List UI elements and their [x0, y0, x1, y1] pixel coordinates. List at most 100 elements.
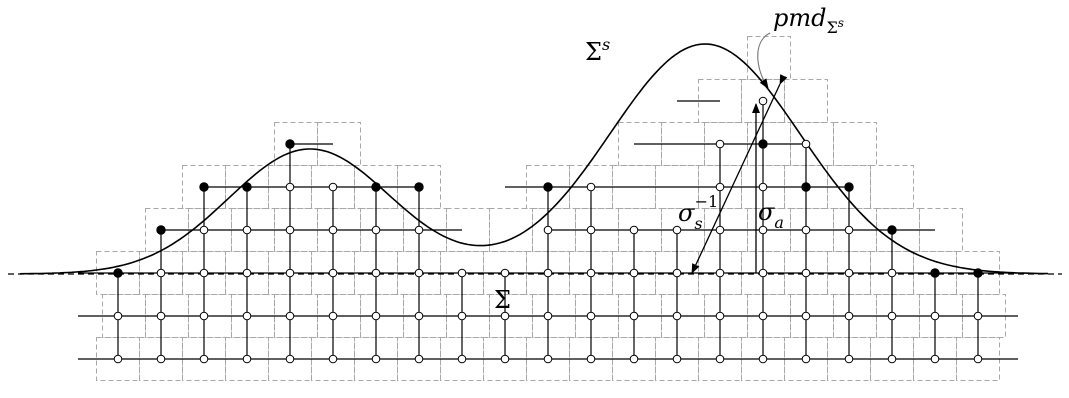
open-node [285, 311, 295, 321]
open-node [457, 354, 467, 364]
open-node [328, 182, 338, 192]
grid-box [919, 208, 963, 252]
grid-box [790, 122, 834, 166]
filled-node [973, 268, 983, 278]
open-node [457, 268, 467, 278]
grid-box [489, 208, 533, 252]
open-node [586, 225, 596, 235]
open-node [758, 311, 768, 321]
open-node [371, 225, 381, 235]
open-node [586, 182, 596, 192]
filled-node [285, 139, 295, 149]
open-node [371, 311, 381, 321]
open-node [242, 268, 252, 278]
open-node [285, 182, 295, 192]
filled-node [887, 225, 897, 235]
open-node [930, 354, 940, 364]
open-node [156, 268, 166, 278]
open-node [629, 225, 639, 235]
sigma-inverse-arrow [691, 74, 788, 274]
filled-node [371, 182, 381, 192]
open-node [586, 311, 596, 321]
open-node [156, 311, 166, 321]
open-node [285, 225, 295, 235]
open-node [543, 311, 553, 321]
open-node [801, 225, 811, 235]
open-node [285, 268, 295, 278]
open-node [371, 268, 381, 278]
open-node [715, 225, 725, 235]
open-node [801, 268, 811, 278]
open-node [715, 311, 725, 321]
open-node [844, 268, 854, 278]
open-node [629, 268, 639, 278]
sigma-s-curve [19, 43, 1048, 275]
filled-node [543, 182, 553, 192]
open-node [672, 311, 682, 321]
open-node [887, 268, 897, 278]
open-node [500, 311, 510, 321]
lattice-nodes [113, 96, 983, 364]
grid-box [446, 208, 490, 252]
open-node [328, 268, 338, 278]
open-node [586, 354, 596, 364]
open-node [887, 354, 897, 364]
open-node [371, 354, 381, 364]
open-node [801, 311, 811, 321]
open-node [285, 354, 295, 364]
grid-box [833, 122, 877, 166]
open-node [156, 354, 166, 364]
open-node [414, 225, 424, 235]
open-node [199, 311, 209, 321]
open-node [715, 268, 725, 278]
sigma-s-inverse-label: σs−1 [678, 192, 718, 233]
open-node [887, 311, 897, 321]
filled-node [930, 268, 940, 278]
open-node [199, 354, 209, 364]
open-node [199, 225, 209, 235]
pmd-pointer-arrow [757, 32, 771, 89]
filled-node [414, 182, 424, 192]
grid-box [870, 165, 914, 209]
open-node [500, 268, 510, 278]
sigma-label: Σ [494, 286, 511, 314]
open-node [629, 311, 639, 321]
dashed-grid-boxes [96, 36, 1006, 381]
open-node [457, 311, 467, 321]
open-node [414, 268, 424, 278]
open-node [543, 354, 553, 364]
open-node [328, 225, 338, 235]
filled-node [801, 182, 811, 192]
open-node [672, 225, 682, 235]
open-node [328, 354, 338, 364]
open-node [328, 311, 338, 321]
open-node [586, 268, 596, 278]
open-node [844, 311, 854, 321]
open-node [758, 354, 768, 364]
open-node [715, 354, 725, 364]
open-node [973, 311, 983, 321]
open-node [242, 311, 252, 321]
open-node [414, 311, 424, 321]
open-node [930, 311, 940, 321]
filled-node [844, 182, 854, 192]
filled-node [242, 182, 252, 192]
filled-node [199, 182, 209, 192]
open-node [113, 354, 123, 364]
open-node [113, 311, 123, 321]
open-node [242, 225, 252, 235]
open-node [973, 354, 983, 364]
open-node [715, 139, 725, 149]
open-node [500, 354, 510, 364]
open-node [758, 96, 768, 106]
open-node [543, 268, 553, 278]
open-node [199, 268, 209, 278]
filled-node [758, 139, 768, 149]
open-node [672, 268, 682, 278]
filled-node [113, 268, 123, 278]
grid-box [784, 79, 828, 123]
open-node [801, 139, 811, 149]
open-node [242, 354, 252, 364]
